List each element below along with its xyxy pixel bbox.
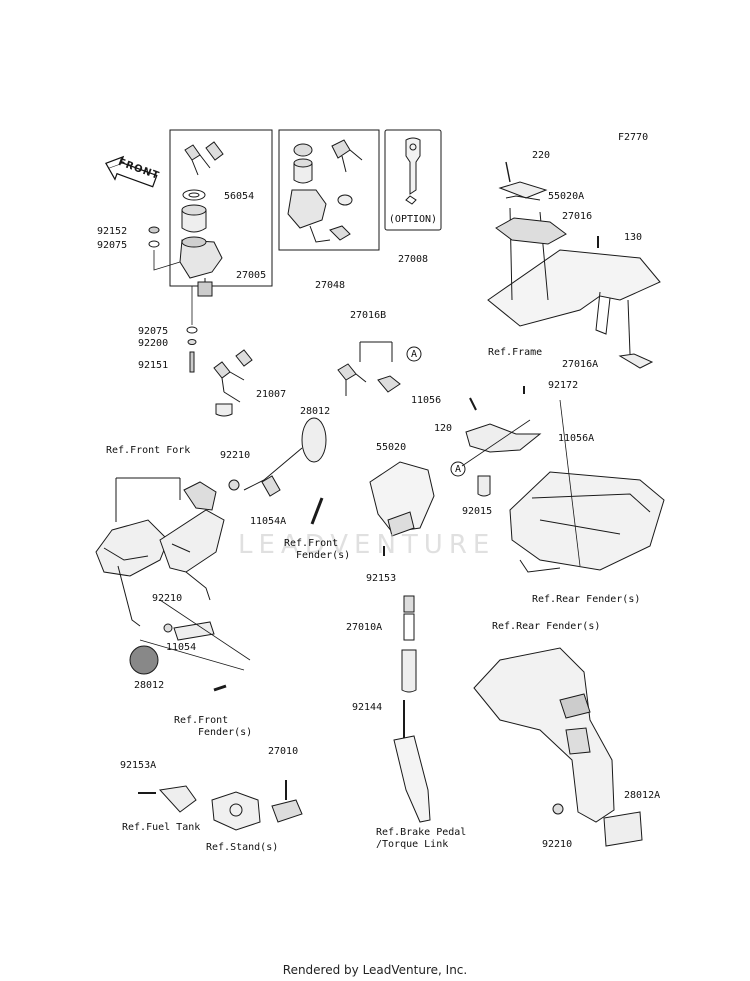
front-fork-icon (95, 481, 225, 627)
label-27016B: 27016B (350, 310, 387, 321)
rear-fender-upper-icon (509, 471, 665, 573)
label-130: 130 (624, 232, 643, 243)
label-ref-front-fender-1b: Fender(s) (296, 550, 351, 561)
label-ref-front-fender-1a: Ref.Front (284, 538, 339, 549)
label-ref-front-fender-2b: Fender(s) (198, 727, 253, 738)
label-option: (OPTION) (388, 214, 438, 225)
front-arrow-icon (105, 155, 158, 188)
label-11056: 11056 (411, 395, 442, 406)
label-21007: 21007 (256, 389, 287, 400)
label-220: 220 (532, 150, 551, 161)
label-92200: 92200 (138, 338, 169, 349)
group-box-27048 (278, 129, 380, 251)
label-11054A: 11054A (250, 516, 287, 527)
label-11056A: 11056A (558, 433, 595, 444)
label-ref-brake-pedal-a: Ref.Brake Pedal (376, 827, 467, 838)
label-ref-fuel-tank: Ref.Fuel Tank (122, 822, 201, 833)
label-28012A: 28012A (624, 790, 661, 801)
label-27010: 27010 (268, 746, 299, 757)
label-ref-front-fork: Ref.Front Fork (106, 445, 191, 456)
label-27010A: 27010A (346, 622, 383, 633)
label-27005: 27005 (236, 270, 267, 281)
label-27016A: 27016A (562, 359, 599, 370)
label-92210a: 92210 (220, 450, 251, 461)
label-ref-front-fender-2a: Ref.Front (174, 715, 229, 726)
label-92015: 92015 (462, 506, 493, 517)
label-92151: 92151 (138, 360, 169, 371)
footer-credit: Rendered by LeadVenture, Inc. (282, 963, 468, 977)
ignition-keys-icon (184, 141, 224, 176)
group-box-27005 (169, 129, 273, 287)
callout-a-mid: A (454, 464, 462, 475)
group-box-27008 (384, 129, 442, 231)
label-ref-rear-fender-1: Ref.Rear Fender(s) (532, 594, 641, 605)
label-27008: 27008 (397, 254, 429, 265)
label-92152: 92152 (97, 226, 128, 237)
label-92210b: 92210 (152, 593, 183, 604)
sheet-code: F2770 (618, 132, 649, 143)
label-120: 120 (434, 423, 453, 434)
label-ref-brake-pedal-b: /Torque Link (376, 839, 449, 850)
label-92210c: 92210 (542, 839, 573, 850)
watermark: LEADVENTURE (238, 530, 496, 560)
label-55020A: 55020A (548, 191, 585, 202)
label-28012a: 28012 (300, 406, 331, 417)
label-27016: 27016 (562, 211, 593, 222)
label-ref-stand: Ref.Stand(s) (206, 842, 279, 853)
rear-fender-lower-icon (473, 647, 615, 823)
label-11054: 11054 (166, 642, 197, 653)
label-28012b: 28012 (134, 680, 165, 691)
label-27048: 27048 (314, 280, 346, 291)
cover-55020-icon (369, 461, 435, 537)
key-27008-icon (405, 137, 421, 205)
label-55020: 55020 (376, 442, 407, 453)
washer-56054-icon (182, 189, 206, 201)
callout-a-top: A (410, 349, 418, 360)
label-92144: 92144 (352, 702, 383, 713)
label-56054: 56054 (224, 191, 255, 202)
frame-assembly-icon (487, 181, 661, 369)
reflector-28012-icon (301, 417, 327, 463)
label-ref-rear-fender-2: Ref.Rear Fender(s) (492, 621, 601, 632)
label-92075b: 92075 (138, 326, 169, 337)
label-92153A: 92153A (120, 760, 157, 771)
label-92153: 92153 (366, 573, 397, 584)
cylinder-icon (181, 210, 207, 233)
label-92172: 92172 (548, 380, 579, 391)
label-92075a: 92075 (97, 240, 128, 251)
reflector-28012b-icon (129, 645, 159, 675)
label-ref-frame: Ref.Frame (488, 347, 543, 358)
